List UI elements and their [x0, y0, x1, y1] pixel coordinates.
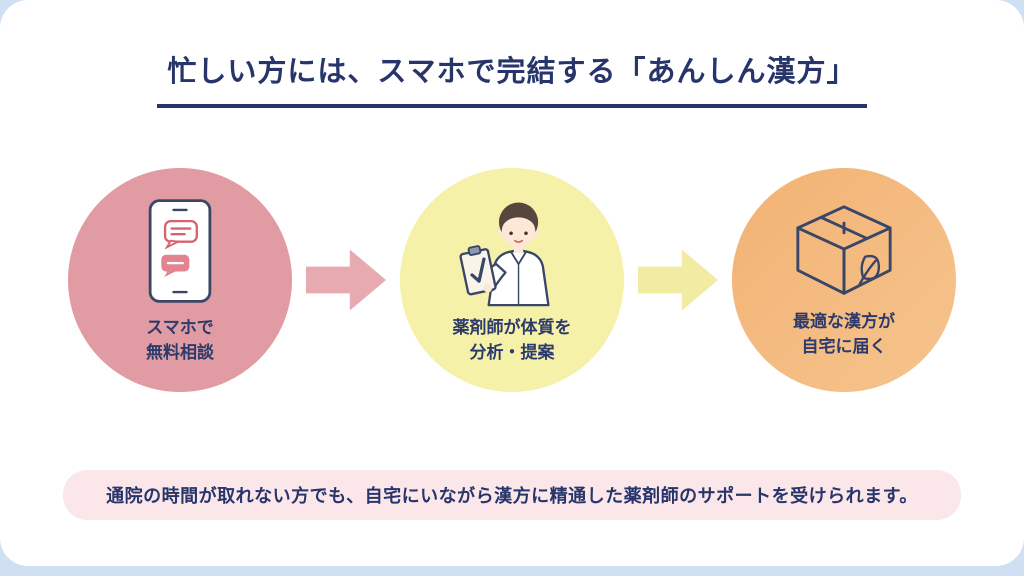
delivery-box-leaf-icon — [796, 204, 892, 295]
arrow-right-icon — [638, 249, 718, 311]
footer-text: 通院の時間が取れない方でも、自宅にいながら漢方に精通した薬剤師のサポートを受けら… — [106, 486, 918, 506]
step-label: 薬剤師が体質を 分析・提案 — [452, 317, 572, 363]
footer-note: 通院の時間が取れない方でも、自宅にいながら漢方に精通した薬剤師のサポートを受けら… — [63, 470, 961, 520]
page-title: 忙しい方には、スマホで完結する「あんしん漢方」 — [167, 56, 857, 88]
arrow-right-icon — [306, 249, 386, 311]
step-label: 最適な漢方が 自宅に届く — [793, 311, 895, 357]
pharmacist-icon — [459, 201, 550, 306]
title-underline: 忙しい方には、スマホで完結する「あんしん漢方」 — [157, 48, 867, 108]
header: 忙しい方には、スマホで完結する「あんしん漢方」 — [0, 0, 1024, 108]
step-pharmacist-analysis: 薬剤師が体質を 分析・提案 — [400, 168, 624, 392]
smartphone-chat-icon — [148, 198, 212, 303]
step-label: スマホで 無料相談 — [146, 317, 214, 363]
step-smartphone-consultation: スマホで 無料相談 — [68, 168, 292, 392]
step-kampo-delivery: 最適な漢方が 自宅に届く — [732, 168, 956, 392]
process-flow: スマホで 無料相談 — [0, 168, 1024, 392]
